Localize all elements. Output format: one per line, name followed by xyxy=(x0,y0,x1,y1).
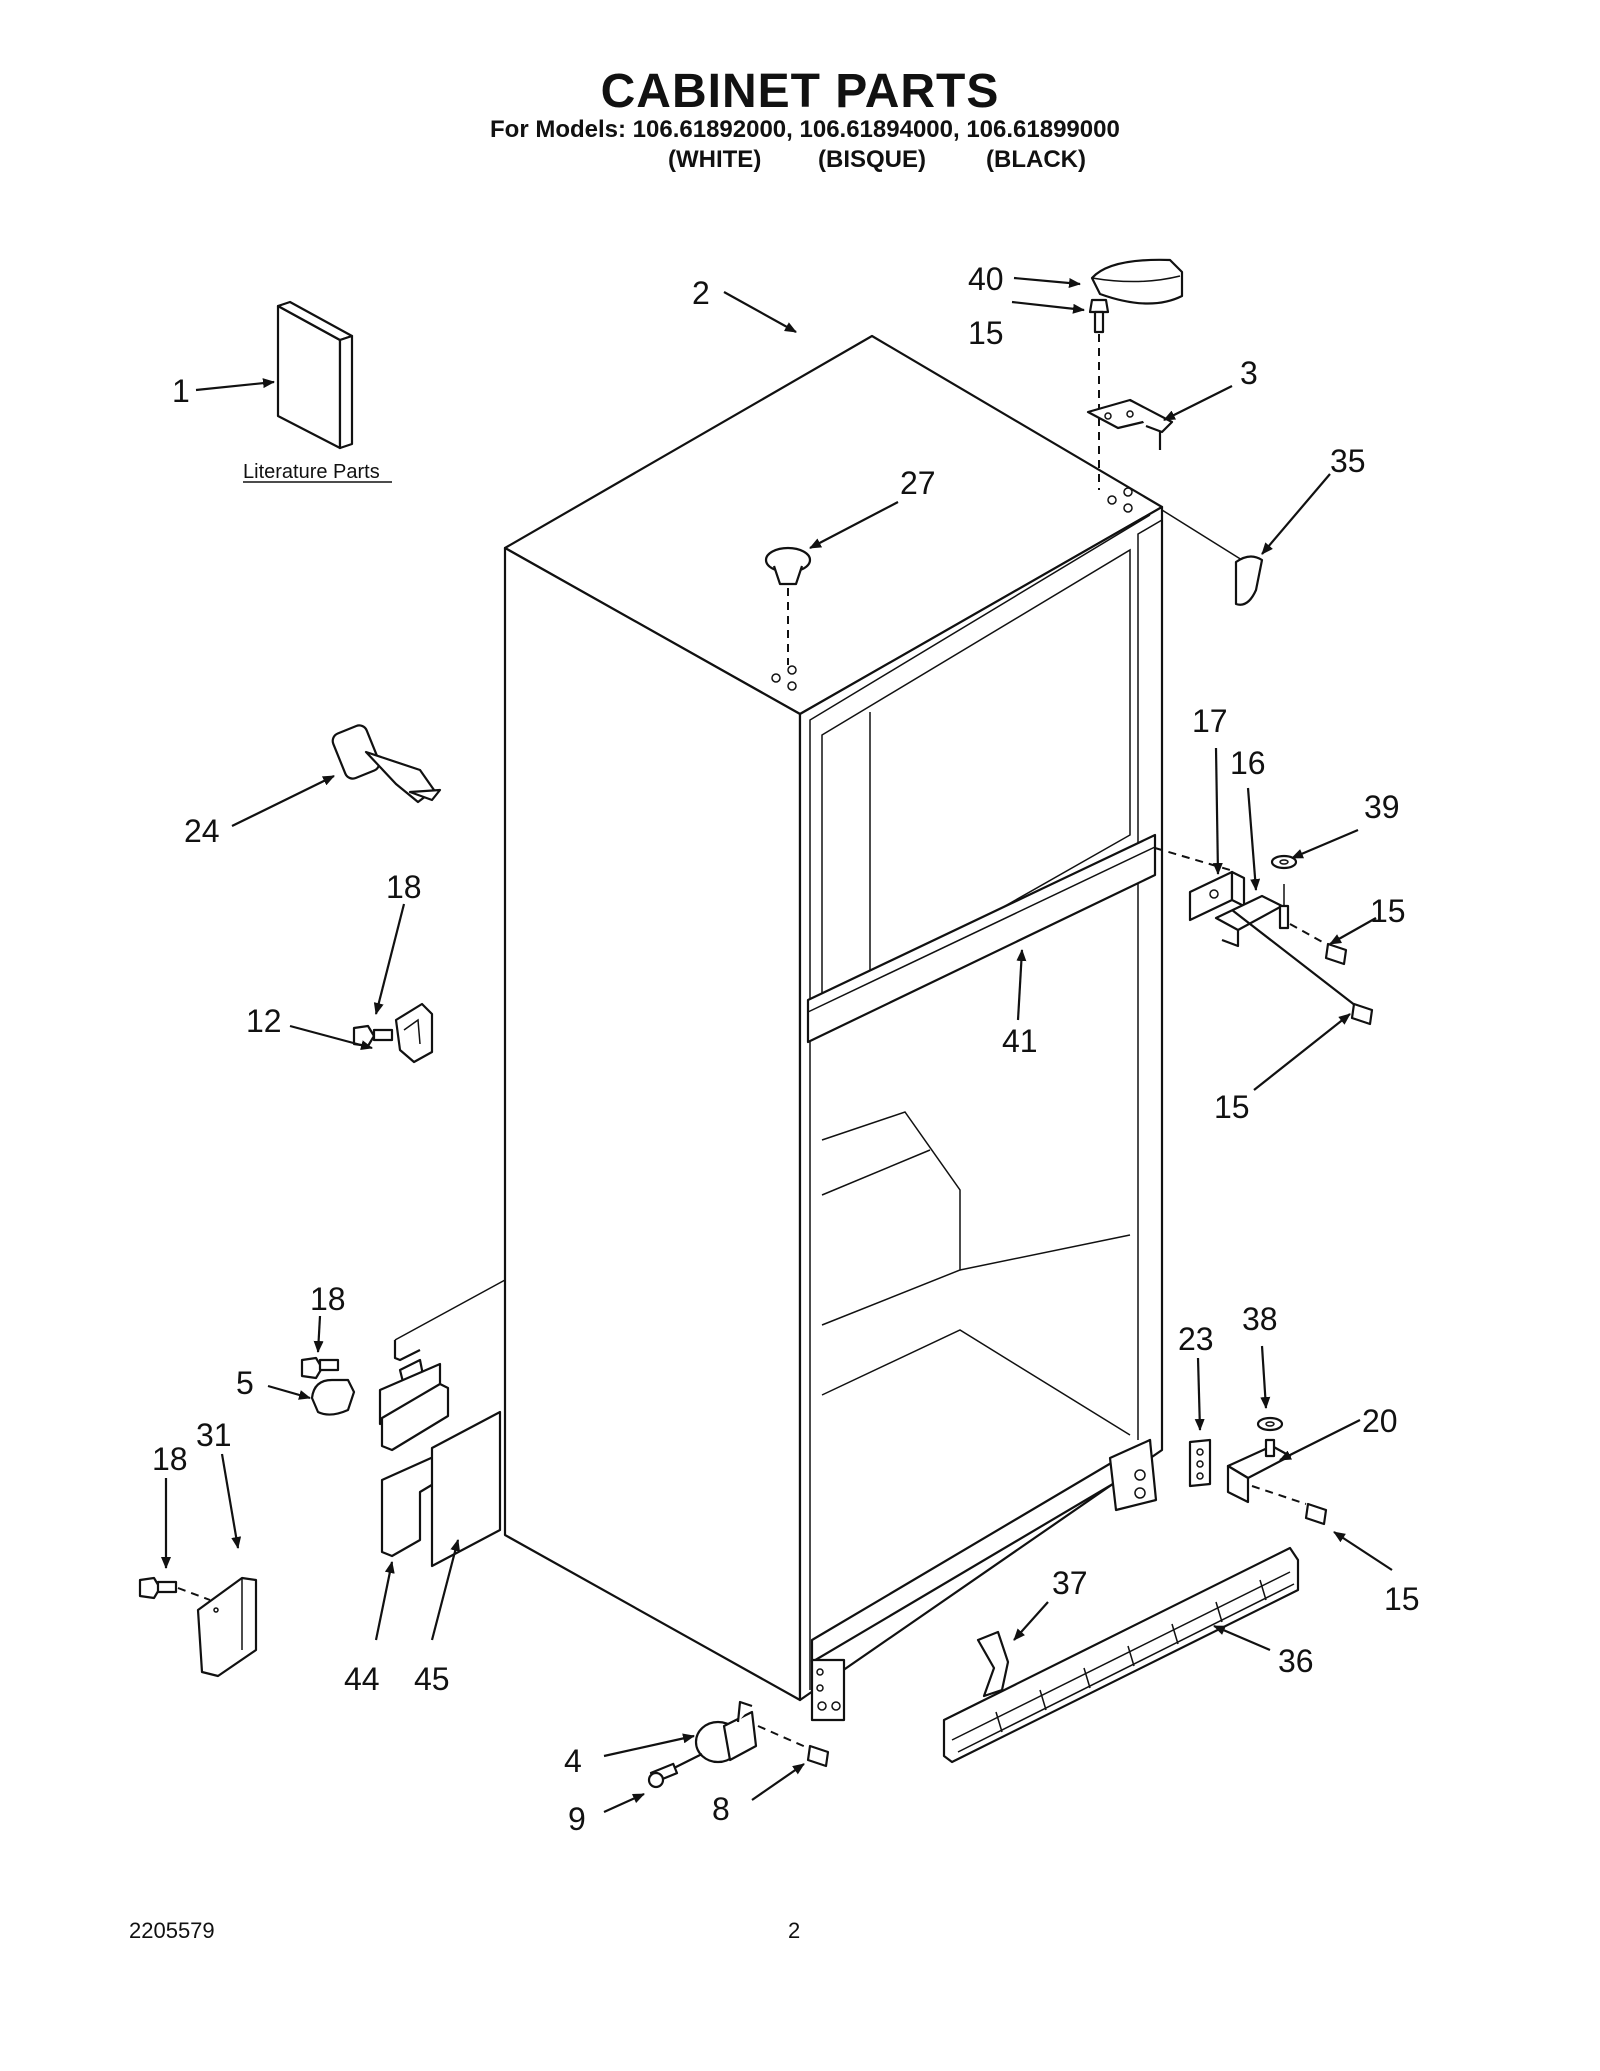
callout-8: 8 xyxy=(712,1791,730,1827)
callout-3: 3 xyxy=(1240,355,1258,391)
callout-39: 39 xyxy=(1364,789,1400,825)
callout-35: 35 xyxy=(1330,443,1366,479)
callout-36: 36 xyxy=(1278,1643,1314,1679)
callout-41: 41 xyxy=(1002,1023,1038,1059)
bottom-hinge xyxy=(1188,1416,1328,1526)
callout-4: 4 xyxy=(564,1743,582,1779)
toe-grille xyxy=(942,1546,1300,1764)
callout-15-top: 15 xyxy=(968,315,1004,351)
top-plug xyxy=(764,546,812,665)
callout-9: 9 xyxy=(568,1801,586,1837)
document-number: 2205579 xyxy=(129,1918,215,1943)
callout-24: 24 xyxy=(184,813,220,849)
cord-clip xyxy=(352,1002,434,1064)
callout-17: 17 xyxy=(1192,703,1228,739)
callout-23: 23 xyxy=(1178,1321,1214,1357)
callout-18-mid: 18 xyxy=(310,1281,346,1317)
door-stop xyxy=(331,724,442,804)
callout-40: 40 xyxy=(968,261,1004,297)
callout-15-center: 15 xyxy=(1370,893,1406,929)
page-title: CABINET PARTS xyxy=(600,65,1000,118)
callout-16: 16 xyxy=(1230,745,1266,781)
callout-18-lower: 18 xyxy=(152,1441,188,1477)
literature-parts-label: Literature Parts xyxy=(243,461,380,483)
callout-37: 37 xyxy=(1052,1565,1088,1601)
models-line: For Models: 106.61892000, 106.61894000, … xyxy=(490,116,1120,143)
callout-1: 1 xyxy=(172,373,190,409)
callout-31: 31 xyxy=(196,1417,232,1453)
color-bisque: (BISQUE) xyxy=(818,146,926,173)
callout-arrows xyxy=(161,276,1393,1814)
top-cap xyxy=(1090,258,1184,305)
side-cover xyxy=(138,1576,258,1678)
callout-5: 5 xyxy=(236,1365,254,1401)
callout-18-upper: 18 xyxy=(386,869,422,905)
page-number: 2 xyxy=(788,1918,801,1943)
center-hinge xyxy=(1154,847,1374,1026)
callout-45: 45 xyxy=(414,1661,450,1697)
callout-27: 27 xyxy=(900,465,936,501)
callout-2: 2 xyxy=(692,275,710,311)
cabinet-body xyxy=(394,334,1164,1722)
callout-44: 44 xyxy=(344,1661,380,1697)
divider-bar xyxy=(806,833,1157,1044)
grille-clip xyxy=(976,1630,1010,1698)
callout-20: 20 xyxy=(1362,1403,1398,1439)
literature-parts xyxy=(276,300,354,450)
callout-38: 38 xyxy=(1242,1301,1278,1337)
roller-assembly xyxy=(647,1700,830,1789)
callout-labels: 1 Literature Parts 2 40 15 3 35 27 24 18… xyxy=(152,261,1420,1837)
hinge-cover xyxy=(1161,509,1264,606)
callout-15-bottom: 15 xyxy=(1384,1581,1420,1617)
top-hinge xyxy=(1086,298,1174,490)
color-white: (WHITE) xyxy=(668,146,762,173)
color-black: (BLACK) xyxy=(986,146,1086,173)
lower-left-brackets xyxy=(300,1340,502,1568)
callout-15-mid: 15 xyxy=(1214,1089,1250,1125)
callout-12: 12 xyxy=(246,1003,282,1039)
